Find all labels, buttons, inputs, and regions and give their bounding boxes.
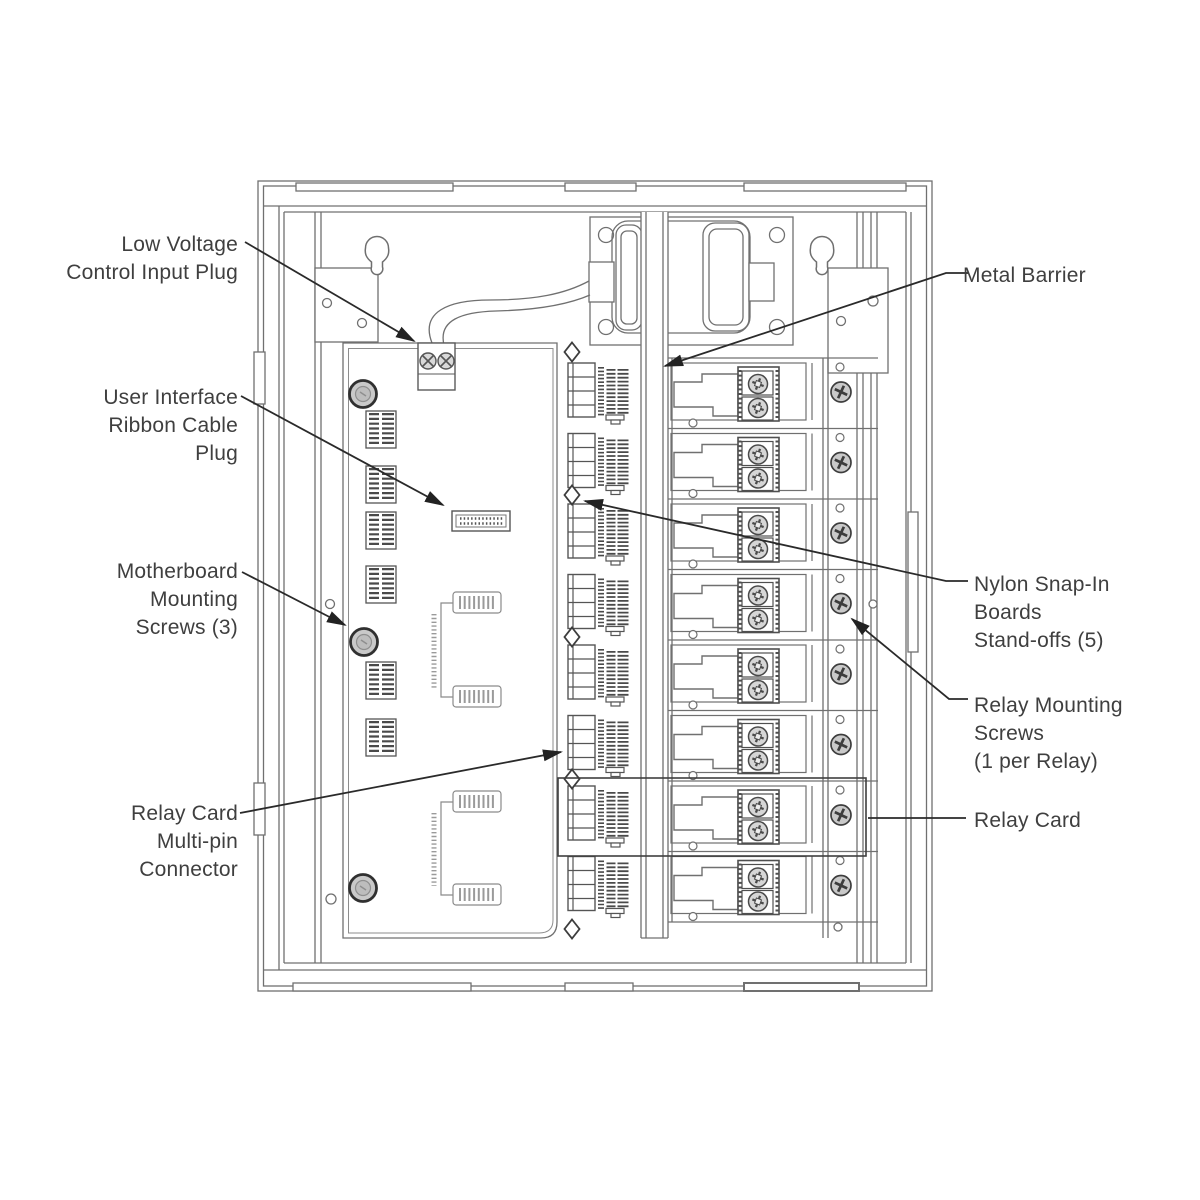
leader-lines <box>239 241 968 819</box>
leader-relay-screw <box>850 617 968 700</box>
motherboard <box>324 280 591 939</box>
label-line: Connector <box>139 858 238 881</box>
label-relay-card: Relay Card <box>974 807 1194 835</box>
bottom-knockout-tab <box>743 982 860 992</box>
label-line: Ribbon Cable <box>108 414 238 437</box>
label-line: User Interface <box>103 386 238 409</box>
motherboard-screw <box>349 627 379 657</box>
label-line: Relay Mounting <box>974 694 1123 717</box>
label-line: Nylon Snap-In <box>974 573 1110 596</box>
leader-ribbon-plug <box>240 395 445 506</box>
label-low-voltage-control-input-plug: Low Voltage Control Input Plug <box>0 231 238 287</box>
input-connector <box>366 719 396 756</box>
label-nylon-snap-in-stand-offs: Nylon Snap-In Boards Stand-offs (5) <box>974 571 1194 655</box>
leader-metal-barrier <box>663 272 968 367</box>
label-relay-card-multi-pin-connector: Relay Card Multi-pin Connector <box>0 800 238 884</box>
label-line: Low Voltage <box>121 233 238 256</box>
mounting-rails <box>314 212 889 963</box>
input-connector <box>366 662 396 699</box>
label-line: Screws (3) <box>135 616 238 639</box>
top-knockout-tab <box>743 182 907 192</box>
input-connector <box>366 411 396 448</box>
transformer-wire <box>428 280 590 344</box>
input-connector <box>366 512 396 549</box>
label-line: (1 per Relay) <box>974 750 1098 773</box>
leader-multi-pin-connector <box>239 749 563 814</box>
label-line: Control Input Plug <box>66 261 238 284</box>
leader-low-voltage-plug <box>244 241 416 343</box>
low-voltage-control-input-plug <box>417 342 456 391</box>
transformer-wire <box>442 294 591 346</box>
relay-bank <box>563 341 879 940</box>
transformer-tab <box>748 262 775 302</box>
metal-barrier <box>640 212 669 939</box>
bottom-knockout-tab <box>564 982 634 992</box>
hinge <box>253 351 266 405</box>
label-motherboard-mounting-screws: Motherboard Mounting Screws (3) <box>0 558 238 642</box>
transformer <box>588 216 794 346</box>
label-relay-mounting-screws: Relay Mounting Screws (1 per Relay) <box>974 692 1194 776</box>
leader-standoffs <box>583 499 968 582</box>
ribbon-cable-plug <box>451 510 511 532</box>
label-line: Metal Barrier <box>963 264 1086 287</box>
bottom-knockout-tab <box>292 982 472 992</box>
label-line: Multi-pin <box>156 830 238 853</box>
relay-card-highlight <box>557 777 867 857</box>
option-board-headers <box>431 592 501 905</box>
label-line: Relay Card <box>974 809 1082 832</box>
motherboard-screw <box>348 873 378 903</box>
mounting-bracket <box>314 267 379 343</box>
label-line: Plug <box>195 442 238 465</box>
latch-strip <box>907 511 919 653</box>
label-line: Screws <box>974 722 1045 745</box>
motherboard-screw <box>348 379 378 409</box>
top-knockout-tab <box>295 182 454 192</box>
label-line: Boards <box>974 601 1042 624</box>
label-user-interface-ribbon-cable-plug: User Interface Ribbon Cable Plug <box>0 384 238 468</box>
label-line: Motherboard <box>116 560 238 583</box>
label-line: Relay Card <box>130 802 238 825</box>
top-knockout-tab <box>564 182 637 192</box>
label-line: Mounting <box>150 588 238 611</box>
leader-motherboard-screw <box>241 571 347 626</box>
input-connector <box>366 566 396 603</box>
label-line: Stand-offs (5) <box>974 629 1104 652</box>
label-metal-barrier: Metal Barrier <box>963 262 1183 290</box>
transformer-tab <box>588 261 615 303</box>
